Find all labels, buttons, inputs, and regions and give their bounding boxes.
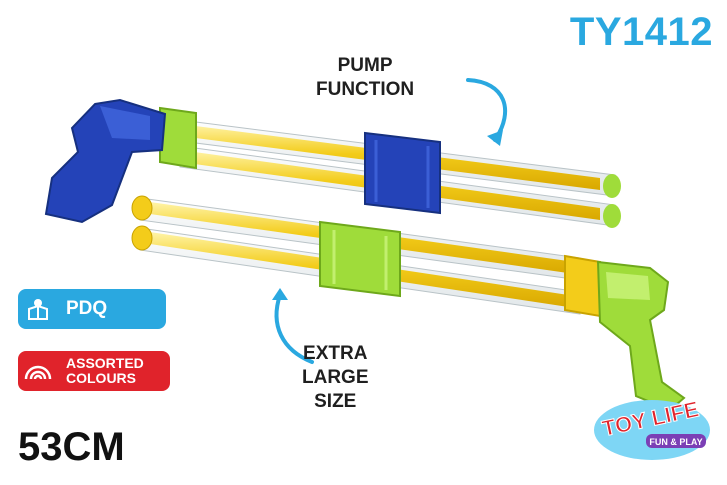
curved-arrow-icon [466, 78, 508, 142]
pdq-label: PDQ [66, 298, 108, 319]
green-water-gun [131, 195, 686, 412]
curved-arrow-icon [274, 293, 314, 364]
svg-text:FUN & PLAY: FUN & PLAY [649, 437, 702, 447]
blue-water-gun [44, 98, 621, 228]
assorted-colours-label: ASSORTED COLOURS [66, 356, 144, 385]
callout-line: PUMP [337, 55, 393, 76]
assorted-colours-badge: ASSORTED COLOURS [18, 351, 170, 391]
callout-line: EXTRA [303, 343, 368, 364]
pdq-badge: PDQ [18, 289, 166, 329]
rainbow-icon [18, 351, 58, 391]
product-code: TY1412 [569, 10, 713, 54]
size-label: 53CM [18, 425, 125, 469]
pump-function-callout: PUMP FUNCTION [316, 54, 414, 102]
callout-line: LARGE [302, 366, 369, 388]
extra-large-size-callout: EXTRA LARGE SIZE [302, 342, 369, 413]
assorted-line: ASSORTED [66, 355, 144, 372]
callout-line: FUNCTION [316, 78, 415, 100]
toy-life-logo: TOY LIFE FUN & PLAY [594, 396, 710, 460]
callout-line: SIZE [314, 390, 357, 412]
box-person-icon [18, 289, 58, 329]
colours-line: COLOURS [66, 370, 136, 386]
